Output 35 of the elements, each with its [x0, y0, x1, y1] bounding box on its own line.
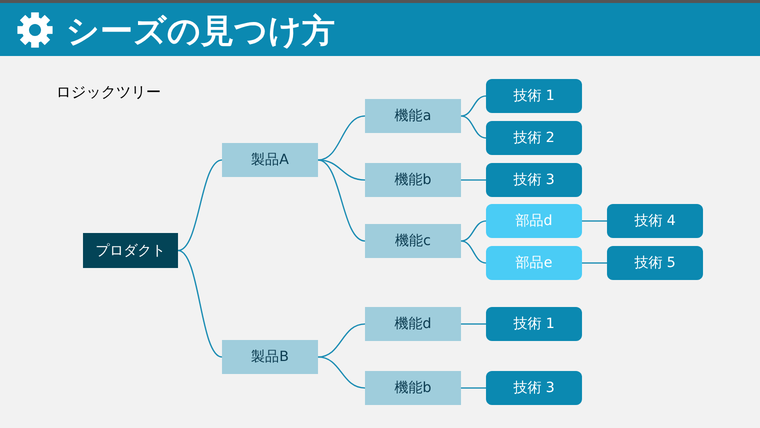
- technology-box: 技術 1: [486, 79, 582, 113]
- connector: [460, 95, 486, 117]
- category-box: 機能d: [365, 307, 461, 341]
- connector: [178, 250, 222, 358]
- connector: [461, 323, 486, 325]
- category-box: 製品B: [222, 340, 318, 374]
- category-box: 機能c: [365, 224, 461, 258]
- connector: [318, 159, 366, 181]
- connector: [460, 115, 486, 139]
- connector: [461, 387, 486, 389]
- connector: [461, 179, 486, 181]
- connector: [318, 115, 366, 161]
- connector: [178, 159, 222, 252]
- connector: [582, 262, 607, 264]
- connector: [582, 220, 607, 222]
- connector: [318, 323, 366, 358]
- root-box: プロダクト: [83, 233, 178, 268]
- category-box: 機能a: [365, 99, 461, 133]
- connector: [460, 220, 486, 242]
- title: シーズの見つけ方: [66, 11, 335, 51]
- technology-box: 技術 2: [486, 121, 582, 155]
- connector: [460, 240, 486, 264]
- category-box: 製品A: [222, 143, 318, 177]
- technology-box: 技術 1: [486, 307, 582, 341]
- category-box: 機能b: [365, 163, 461, 197]
- section-label: ロジックツリー: [56, 83, 161, 102]
- technology-box: 技術 4: [607, 204, 703, 238]
- technology-box: 技術 5: [607, 246, 703, 280]
- part-box: 部品d: [486, 204, 582, 238]
- technology-box: 技術 3: [486, 371, 582, 405]
- technology-box: 技術 3: [486, 163, 582, 197]
- connector: [318, 159, 366, 242]
- category-box: 機能b: [365, 371, 461, 405]
- connector: [318, 356, 366, 389]
- part-box: 部品e: [486, 246, 582, 280]
